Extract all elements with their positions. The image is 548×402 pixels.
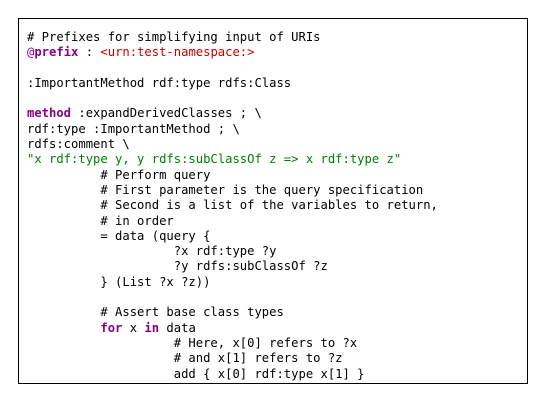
- code-token: rdfs:comment \: [27, 137, 130, 152]
- code-token: in: [144, 320, 160, 335]
- code-token: # Second is a list of the variables to r…: [27, 198, 438, 213]
- code-line: # and x[1] refers to ?z: [27, 351, 438, 366]
- code-line: "x rdf:type y, y rdfs:subClassOf z => x …: [27, 152, 438, 167]
- code-line: ?y rdfs:subClassOf ?z: [27, 259, 438, 274]
- code-line: # Prefixes for simplifying input of URIs: [27, 30, 438, 45]
- code-token: ?x rdf:type ?y: [27, 244, 277, 259]
- code-token: :ImportantMethod rdf:type rdfs:Class: [27, 75, 292, 90]
- code-token: } (List ?x ?z)): [27, 274, 211, 289]
- code-line: :ImportantMethod rdf:type rdfs:Class: [27, 76, 438, 91]
- code-token: prefix: [34, 45, 79, 60]
- code-line: # Here, x[0] refers to ?x: [27, 336, 438, 351]
- code-line: [27, 290, 438, 305]
- code-line: ?x rdf:type ?y: [27, 244, 438, 259]
- code-token: <urn:test-namespace:>: [100, 45, 255, 60]
- code-line: add { x[0] rdf:type x[1] }: [27, 367, 438, 382]
- code-token: add { x[0] rdf:type x[1] }: [27, 366, 365, 381]
- code-token: # Prefixes for simplifying input of URIs: [27, 30, 321, 44]
- code-token: # First parameter is the query specifica…: [27, 182, 424, 197]
- code-line: method :expandDerivedClasses ; \: [27, 106, 438, 121]
- code-token: "x rdf:type y, y rdfs:subClassOf z => x …: [27, 152, 402, 167]
- code-token: @: [27, 45, 35, 60]
- code-line: = data (query {: [27, 229, 438, 244]
- code-token: data: [159, 320, 196, 335]
- code-token: # in order: [27, 213, 174, 228]
- code-token: for: [100, 320, 123, 335]
- code-token: :: [78, 45, 101, 60]
- code-token: method: [27, 106, 72, 121]
- code-line: # Assert base class types: [27, 305, 438, 320]
- code-line: [27, 91, 438, 106]
- code-token: [27, 321, 100, 335]
- code-token: = data (query {: [27, 228, 211, 243]
- code-token: rdf:type :ImportantMethod ; \: [27, 121, 240, 136]
- code-line: # Second is a list of the variables to r…: [27, 198, 438, 213]
- code-token: # Perform query: [27, 167, 211, 182]
- code-line: @prefix : <urn:test-namespace:>: [27, 45, 438, 60]
- code-line: } (List ?x ?z)): [27, 275, 438, 290]
- code-line: rdf:type :ImportantMethod ; \: [27, 122, 438, 137]
- code-token: # Assert base class types: [27, 305, 284, 320]
- code-token: ?y rdfs:subClassOf ?z: [27, 259, 328, 274]
- code-token: x: [122, 320, 145, 335]
- code-line: rdfs:comment \: [27, 137, 438, 152]
- code-line: # Perform query: [27, 168, 438, 183]
- code-line: # in order: [27, 214, 438, 229]
- code-token: # and x[1] refers to ?z: [27, 351, 343, 366]
- code-line: [27, 61, 438, 76]
- code-block: # Prefixes for simplifying input of URIs…: [27, 30, 438, 382]
- code-line: for x in data: [27, 321, 438, 336]
- code-token: :expandDerivedClasses ; \: [71, 106, 262, 121]
- code-token: # Here, x[0] refers to ?x: [27, 335, 358, 350]
- code-line: # First parameter is the query specifica…: [27, 183, 438, 198]
- code-frame: # Prefixes for simplifying input of URIs…: [18, 18, 528, 384]
